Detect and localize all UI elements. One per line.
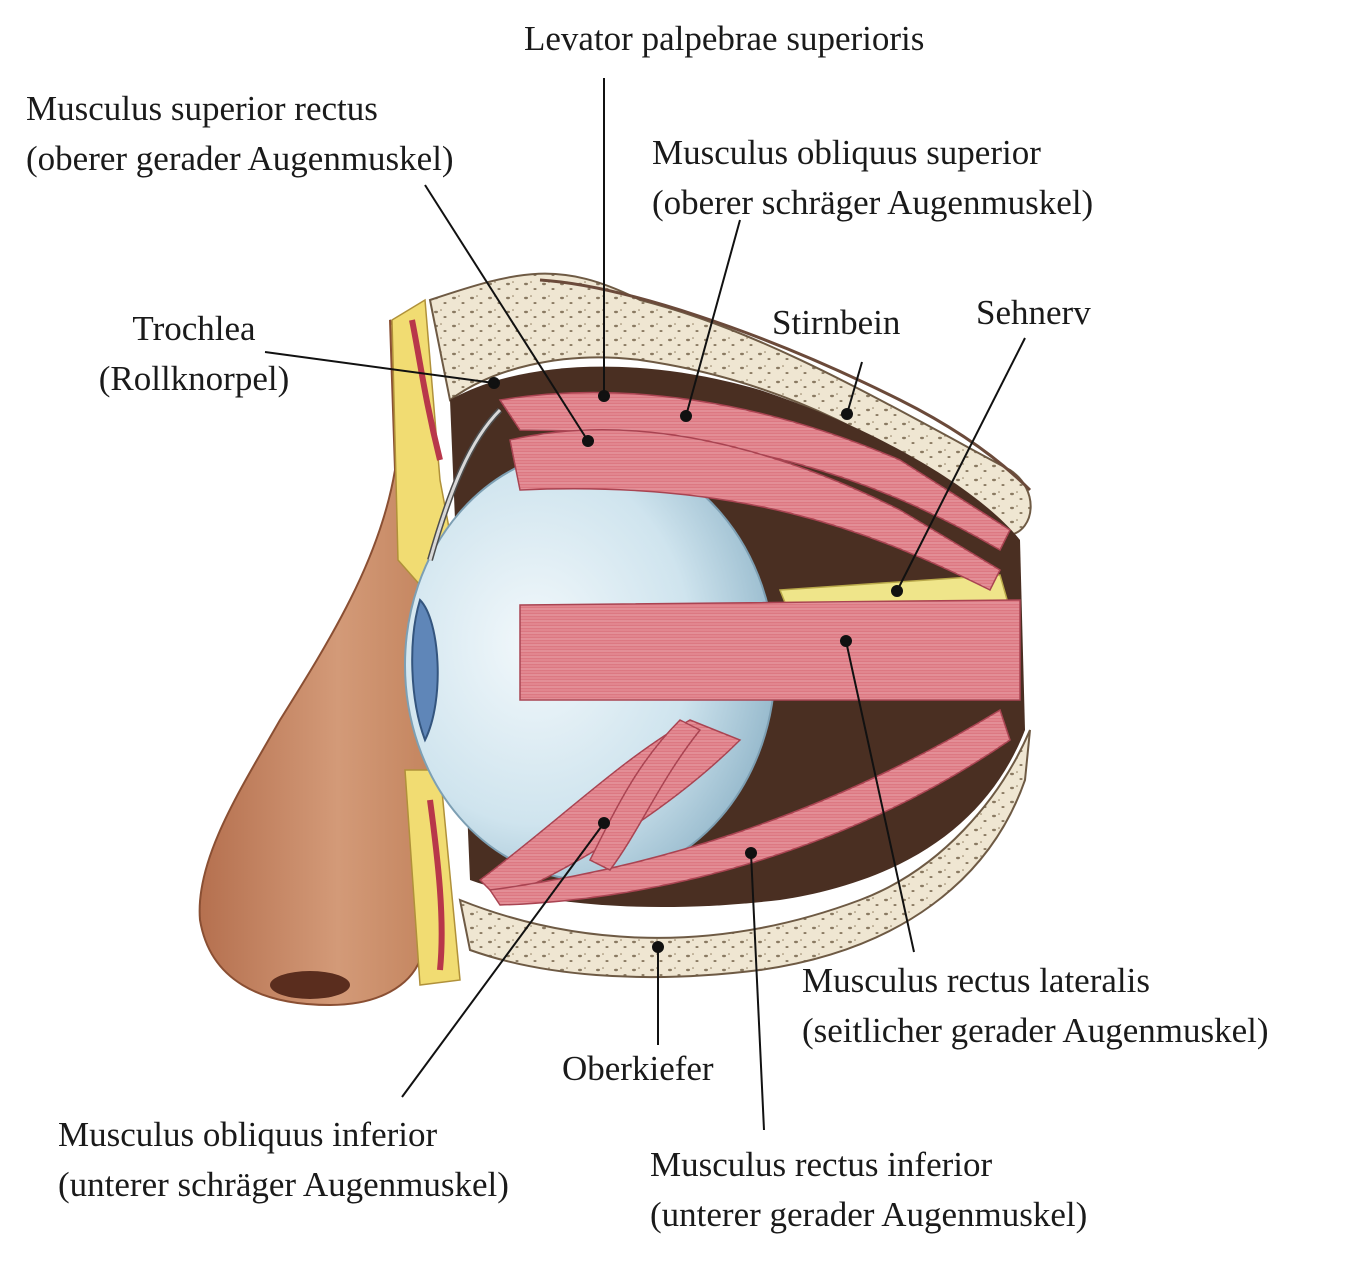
label-sehnerv-line1: Sehnerv xyxy=(976,293,1091,332)
label-stirnbein: Stirnbein xyxy=(772,298,900,348)
dot-oberkiefer xyxy=(652,941,664,953)
label-rectus-inferior-line2: (unterer gerader Augenmuskel) xyxy=(650,1195,1088,1234)
leader-rectus-lateralis xyxy=(845,640,915,953)
label-rectus-superior-line2: (oberer gerader Augenmuskel) xyxy=(26,139,454,178)
dot-rectus-inferior xyxy=(745,847,757,859)
label-stirnbein-line1: Stirnbein xyxy=(772,303,901,342)
dot-stirnbein xyxy=(841,408,853,420)
leader-sehnerv xyxy=(896,337,1026,592)
nose xyxy=(198,319,432,1007)
label-obliquus-superior-line1: Musculus obliquus superior xyxy=(652,133,1041,172)
superior-rectus-muscle xyxy=(509,429,1001,592)
label-obliquus-superior: Musculus obliquus superior (oberer schrä… xyxy=(652,128,1093,228)
label-oberkiefer-line1: Oberkiefer xyxy=(562,1049,714,1088)
iris xyxy=(411,598,439,743)
label-obliquus-inferior: Musculus obliquus inferior (unterer schr… xyxy=(58,1110,509,1210)
dot-levator xyxy=(598,390,610,402)
label-rectus-superior: Musculus superior rectus (oberer gerader… xyxy=(26,84,454,184)
dot-rectus-superior xyxy=(582,435,594,447)
leader-obliquus-inferior xyxy=(401,822,605,1098)
leader-rectus-inferior xyxy=(750,852,765,1131)
label-rectus-lateralis-line1: Musculus rectus lateralis xyxy=(802,961,1150,1000)
label-trochlea-line2: (Rollknorpel) xyxy=(98,359,290,398)
label-rectus-lateralis-line2: (seitlicher gerader Augenmuskel) xyxy=(802,1011,1269,1050)
label-trochlea: Trochlea (Rollknorpel) xyxy=(84,304,304,404)
inferior-oblique-lower xyxy=(588,719,702,871)
forehead-contour xyxy=(539,278,1032,492)
label-oberkiefer: Oberkiefer xyxy=(562,1044,714,1094)
label-trochlea-line1: Trochlea xyxy=(132,309,256,348)
nostril xyxy=(270,971,350,999)
dot-sehnerv xyxy=(891,585,903,597)
orbit-bone xyxy=(428,272,1032,537)
leader-obliquus-superior xyxy=(685,219,741,417)
vessels-upper xyxy=(409,319,443,461)
label-rectus-inferior: Musculus rectus inferior (unterer gerade… xyxy=(650,1140,1087,1240)
lateral-rectus-muscle xyxy=(519,599,1021,701)
label-levator-line1: Levator palpebrae superioris xyxy=(524,19,925,58)
label-levator: Levator palpebrae superioris xyxy=(524,14,924,64)
trochlea-tendon-highlight xyxy=(428,408,502,561)
leader-stirnbein xyxy=(846,361,863,415)
label-rectus-inferior-line1: Musculus rectus inferior xyxy=(650,1145,993,1184)
vessels-lower xyxy=(427,799,445,971)
label-obliquus-inferior-line2: (unterer schräger Augenmuskel) xyxy=(58,1165,509,1204)
leader-lines xyxy=(264,78,1026,1131)
label-obliquus-superior-line2: (oberer schräger Augenmuskel) xyxy=(652,183,1094,222)
orbit-bone-lower xyxy=(458,729,1031,979)
dot-obliquus-inferior xyxy=(598,817,610,829)
inferior-rectus-muscle xyxy=(488,708,1011,906)
label-rectus-superior-line1: Musculus superior rectus xyxy=(26,89,378,128)
label-rectus-lateralis: Musculus rectus lateralis (seitlicher ge… xyxy=(802,956,1268,1056)
leader-trochlea xyxy=(264,351,495,384)
dot-rectus-lateralis xyxy=(840,635,852,647)
dot-obliquus-superior xyxy=(680,410,692,422)
leader-rectus-superior xyxy=(424,184,589,442)
label-sehnerv: Sehnerv xyxy=(976,288,1091,338)
label-obliquus-inferior-line1: Musculus obliquus inferior xyxy=(58,1115,438,1154)
dot-trochlea xyxy=(488,377,500,389)
